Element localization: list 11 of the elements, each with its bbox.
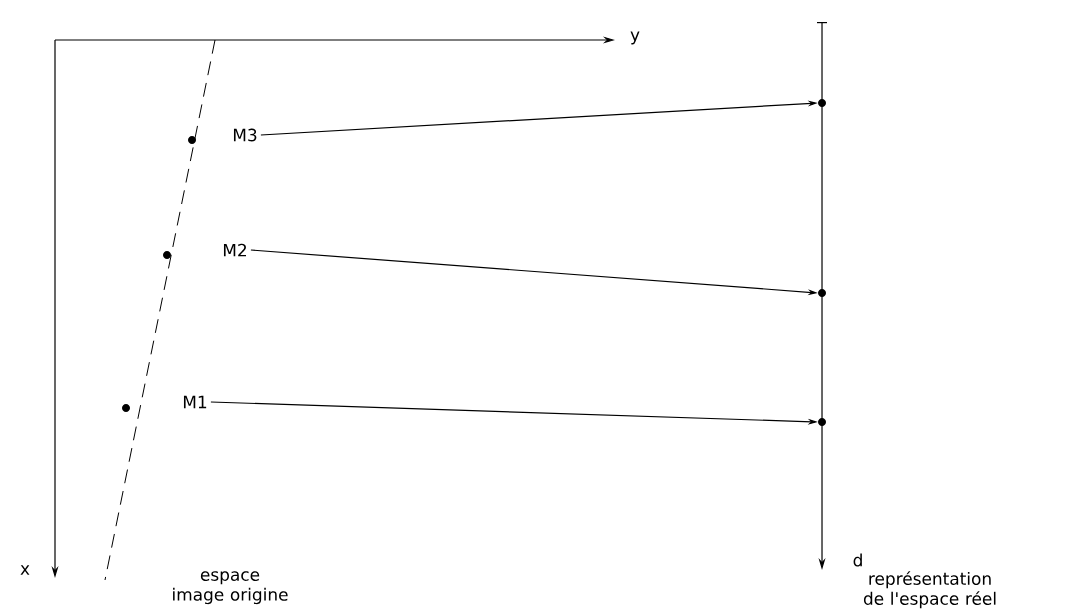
point-label: M2 [223, 243, 246, 257]
caption: espace image origine [173, 571, 288, 605]
caption: représentation de l'espace réel [863, 571, 996, 609]
axis-label: x [20, 565, 30, 575]
point-label: M3 [233, 128, 257, 142]
point [818, 289, 826, 297]
point-label: M1 [183, 395, 207, 409]
axis-label: y [630, 31, 640, 45]
axis-label: d [853, 553, 862, 567]
point [818, 99, 826, 107]
point [818, 418, 826, 426]
